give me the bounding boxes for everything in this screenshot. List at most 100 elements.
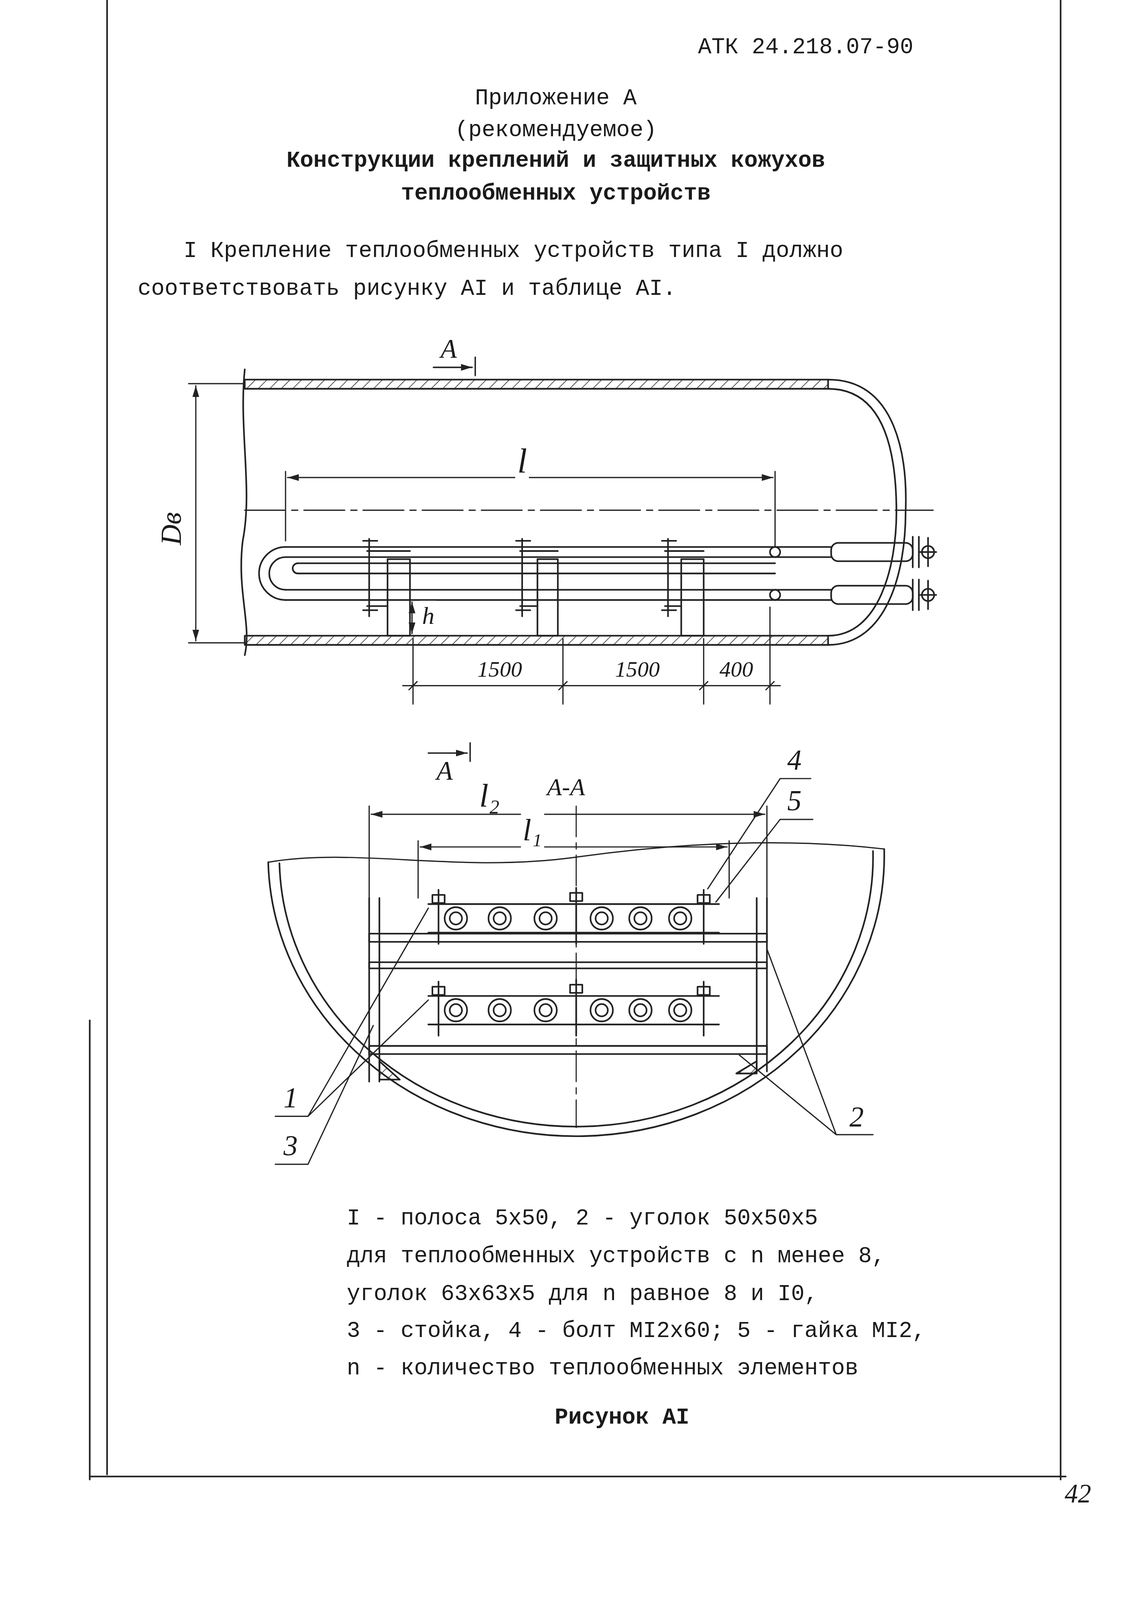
frame-stands-part	[379, 1060, 400, 1080]
leader-lines-part	[739, 948, 873, 1135]
supports	[363, 538, 704, 636]
frame-stands-part	[368, 962, 767, 969]
parts-list-line: для теплообменных устройств с n менее 8,	[346, 1242, 886, 1271]
section-letter: А	[436, 754, 453, 788]
vessel-side-view-part	[244, 635, 829, 645]
tube-rows-part	[595, 911, 608, 925]
tube-rows-part	[449, 1003, 462, 1016]
supports-part	[367, 604, 682, 607]
leader-lines-part	[707, 778, 811, 889]
page-frame-part	[88, 1019, 91, 1480]
callout-number: 5	[787, 782, 802, 819]
dimensions-section	[368, 805, 767, 898]
tube-bundle	[259, 536, 937, 610]
dimensions-side-part	[402, 684, 780, 687]
tube-rows-part	[634, 1003, 647, 1016]
tube-bundle-part	[831, 542, 913, 561]
tube-rows-part	[428, 995, 719, 1025]
tube-bundle-part	[831, 585, 913, 604]
dimension-value: 1500	[614, 655, 661, 684]
page-frame-part	[1059, 0, 1062, 1480]
tube-rows-part	[444, 998, 467, 1021]
tube-rows-part	[432, 894, 445, 903]
tube-bundle-part	[769, 589, 780, 600]
tube-rows-part	[534, 998, 557, 1021]
dimension-value: 400	[719, 655, 753, 684]
section-marks-part	[433, 366, 472, 369]
tube-rows-part	[569, 984, 583, 993]
section-view	[268, 805, 885, 1136]
tube-rows-part	[488, 906, 511, 930]
callout-number: 4	[787, 742, 802, 778]
vessel-side-view-part	[241, 369, 247, 656]
tube-bundle-part	[919, 537, 937, 610]
vessel-side-view-part	[828, 388, 897, 636]
dimensions-section-part	[418, 840, 730, 898]
supports-part	[537, 558, 559, 636]
callout-number: 2	[849, 1098, 864, 1135]
parts-list-line: 3 - стойка, 4 - болт МI2x60; 5 - гайка М…	[346, 1316, 926, 1346]
document-code: АТК 24.218.07-90	[697, 33, 914, 62]
section-marks	[428, 357, 476, 762]
frame-stands-part	[368, 1045, 767, 1054]
vessel-side-view	[241, 369, 934, 656]
tube-rows-part	[634, 911, 647, 925]
tube-bundle-part	[292, 563, 298, 574]
dimensions-side-part	[188, 383, 245, 643]
tube-bundle-part	[912, 536, 919, 568]
dimensions-section-part	[371, 813, 765, 815]
appendix-heading: Приложение А	[475, 84, 637, 113]
leader-lines	[275, 778, 873, 1164]
leader-lines-part	[275, 1024, 374, 1164]
section-view-part	[279, 850, 873, 1127]
dimension-value: 1500	[477, 655, 523, 684]
dimensions-section-part	[420, 845, 728, 848]
tube-rows-part	[590, 906, 613, 930]
dimensions-section-part	[368, 805, 767, 898]
leader-lines-part	[716, 819, 814, 902]
dimensions-side	[188, 383, 780, 704]
tube-rows-part	[697, 894, 710, 903]
dimension-label: Dв	[153, 511, 190, 545]
leader-lines-part	[275, 907, 429, 1117]
dimension-label: h	[420, 600, 437, 632]
supports-part	[387, 558, 410, 636]
tube-rows-part	[674, 911, 687, 925]
tube-rows-part	[438, 887, 704, 944]
dimensions-side-part	[194, 385, 197, 641]
tube-rows-part	[669, 906, 692, 930]
tube-rows-part	[428, 903, 719, 933]
dimension-label: l₂	[479, 774, 500, 816]
section-letter: А	[440, 332, 457, 366]
tube-rows-part	[488, 998, 511, 1021]
tube-rows-part	[569, 892, 583, 901]
tube-bundle-part	[269, 557, 286, 590]
tube-rows-part	[595, 1003, 608, 1016]
tube-rows-part	[697, 986, 710, 995]
tube-rows-part	[590, 998, 613, 1021]
parts-list-line: уголок 63x63x5 для n равное 8 и I0,	[346, 1280, 818, 1309]
tube-rows-part	[629, 998, 652, 1021]
tube-rows-part	[493, 911, 507, 925]
frame-stands	[368, 897, 767, 1081]
tube-bundle-part	[769, 546, 780, 557]
appendix-status: (рекомендуемое)	[454, 116, 657, 145]
section-title: А-А	[547, 772, 586, 803]
section-marks-part	[474, 357, 477, 376]
frame-stands-part	[368, 933, 767, 942]
vessel-side-view-part	[244, 379, 829, 389]
tube-rows-part	[444, 906, 467, 930]
dimensions-side-part	[413, 606, 771, 704]
tube-bundle-part	[912, 579, 919, 610]
tube-rows	[428, 887, 719, 1036]
dimensions-side-part	[285, 471, 776, 547]
page-frame-part	[106, 0, 108, 1475]
figure-heading: Конструкции креплений и защитных кожухов…	[239, 144, 872, 211]
tube-rows-part	[629, 906, 652, 930]
callout-number: 3	[283, 1127, 298, 1163]
drawing-part	[89, 0, 1066, 1480]
tube-bundle-part	[285, 546, 832, 557]
tube-rows-part	[449, 911, 462, 925]
callout-number: 1	[283, 1079, 298, 1116]
